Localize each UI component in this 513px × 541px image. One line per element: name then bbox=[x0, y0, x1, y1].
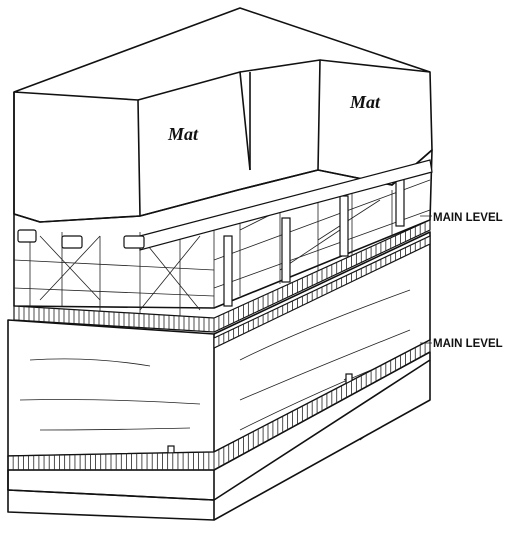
mat-label-left: Mat bbox=[167, 124, 199, 144]
mat-overburden: Mat Mat bbox=[13, 7, 433, 223]
ore-cars bbox=[17, 229, 145, 249]
main-level-label-upper: MAIN LEVEL bbox=[433, 212, 503, 224]
label-leaders bbox=[420, 215, 432, 344]
main-level-label-lower: MAIN LEVEL bbox=[433, 338, 503, 350]
mat-label-right: Mat bbox=[349, 92, 381, 112]
upper-stope-block bbox=[13, 149, 433, 322]
lower-main-level-rail bbox=[7, 235, 431, 521]
